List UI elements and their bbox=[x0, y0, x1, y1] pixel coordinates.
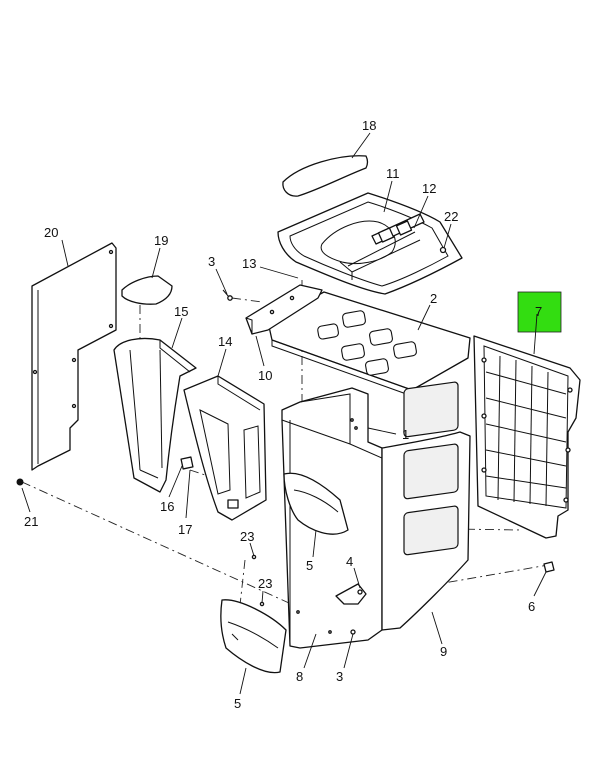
callout-22: 22 bbox=[444, 209, 458, 224]
callout-13: 13 bbox=[242, 256, 256, 271]
part-9-side-panel bbox=[381, 381, 471, 631]
part-22-fastener bbox=[439, 246, 447, 254]
callout-14: 14 bbox=[218, 334, 232, 349]
part-21-bolt bbox=[16, 478, 24, 486]
part-19-seat-pad bbox=[121, 275, 173, 305]
callout-5-upper: 5 bbox=[306, 558, 313, 573]
callout-7-highlight bbox=[517, 291, 562, 333]
callout-15: 15 bbox=[174, 304, 188, 319]
callout-23-upper: 23 bbox=[240, 529, 254, 544]
callout-3-lower: 3 bbox=[336, 669, 343, 684]
callout-2: 2 bbox=[430, 291, 437, 306]
callout-8: 8 bbox=[296, 669, 303, 684]
callout-4: 4 bbox=[346, 554, 353, 569]
callout-11: 11 bbox=[386, 166, 400, 181]
callout-labels: 18 11 12 22 2 3 13 10 1 20 19 15 14 16 1… bbox=[24, 118, 542, 711]
part-3-screw-lower bbox=[350, 629, 356, 635]
part-4-latch bbox=[335, 583, 367, 605]
callout-18: 18 bbox=[362, 118, 376, 133]
part-12-strap bbox=[371, 213, 425, 245]
part-3-screw-top bbox=[222, 289, 233, 301]
callout-17: 17 bbox=[178, 522, 192, 537]
callout-5-lower: 5 bbox=[234, 696, 241, 711]
callout-16: 16 bbox=[160, 499, 174, 514]
part-5-cup-holder-upper bbox=[283, 472, 349, 535]
callout-7: 7 bbox=[535, 304, 542, 319]
part-14-organizer bbox=[183, 375, 267, 521]
part-13-bracket bbox=[245, 284, 323, 335]
part-11-cover bbox=[277, 192, 463, 295]
callout-9: 9 bbox=[440, 644, 447, 659]
part-5-cup-holder-lower bbox=[220, 599, 287, 674]
callout-1: 1 bbox=[402, 427, 409, 442]
part-16-17-clips bbox=[180, 456, 194, 470]
callout-3-top: 3 bbox=[208, 254, 215, 269]
callout-21: 21 bbox=[24, 514, 38, 529]
callout-19: 19 bbox=[154, 233, 168, 248]
part-15-storage-bin bbox=[113, 337, 197, 493]
part-6-grommet bbox=[543, 561, 555, 573]
callout-23-lower: 23 bbox=[258, 576, 272, 591]
part-7-back-panel bbox=[473, 335, 581, 539]
callout-20: 20 bbox=[44, 225, 58, 240]
callout-10: 10 bbox=[258, 368, 272, 383]
part-18-top-pad bbox=[282, 155, 369, 197]
callout-6: 6 bbox=[528, 599, 535, 614]
leader-lines bbox=[21, 132, 547, 695]
part-2-base-plate bbox=[267, 291, 471, 397]
part-20-side-panel bbox=[31, 242, 117, 471]
callout-12: 12 bbox=[422, 181, 436, 196]
